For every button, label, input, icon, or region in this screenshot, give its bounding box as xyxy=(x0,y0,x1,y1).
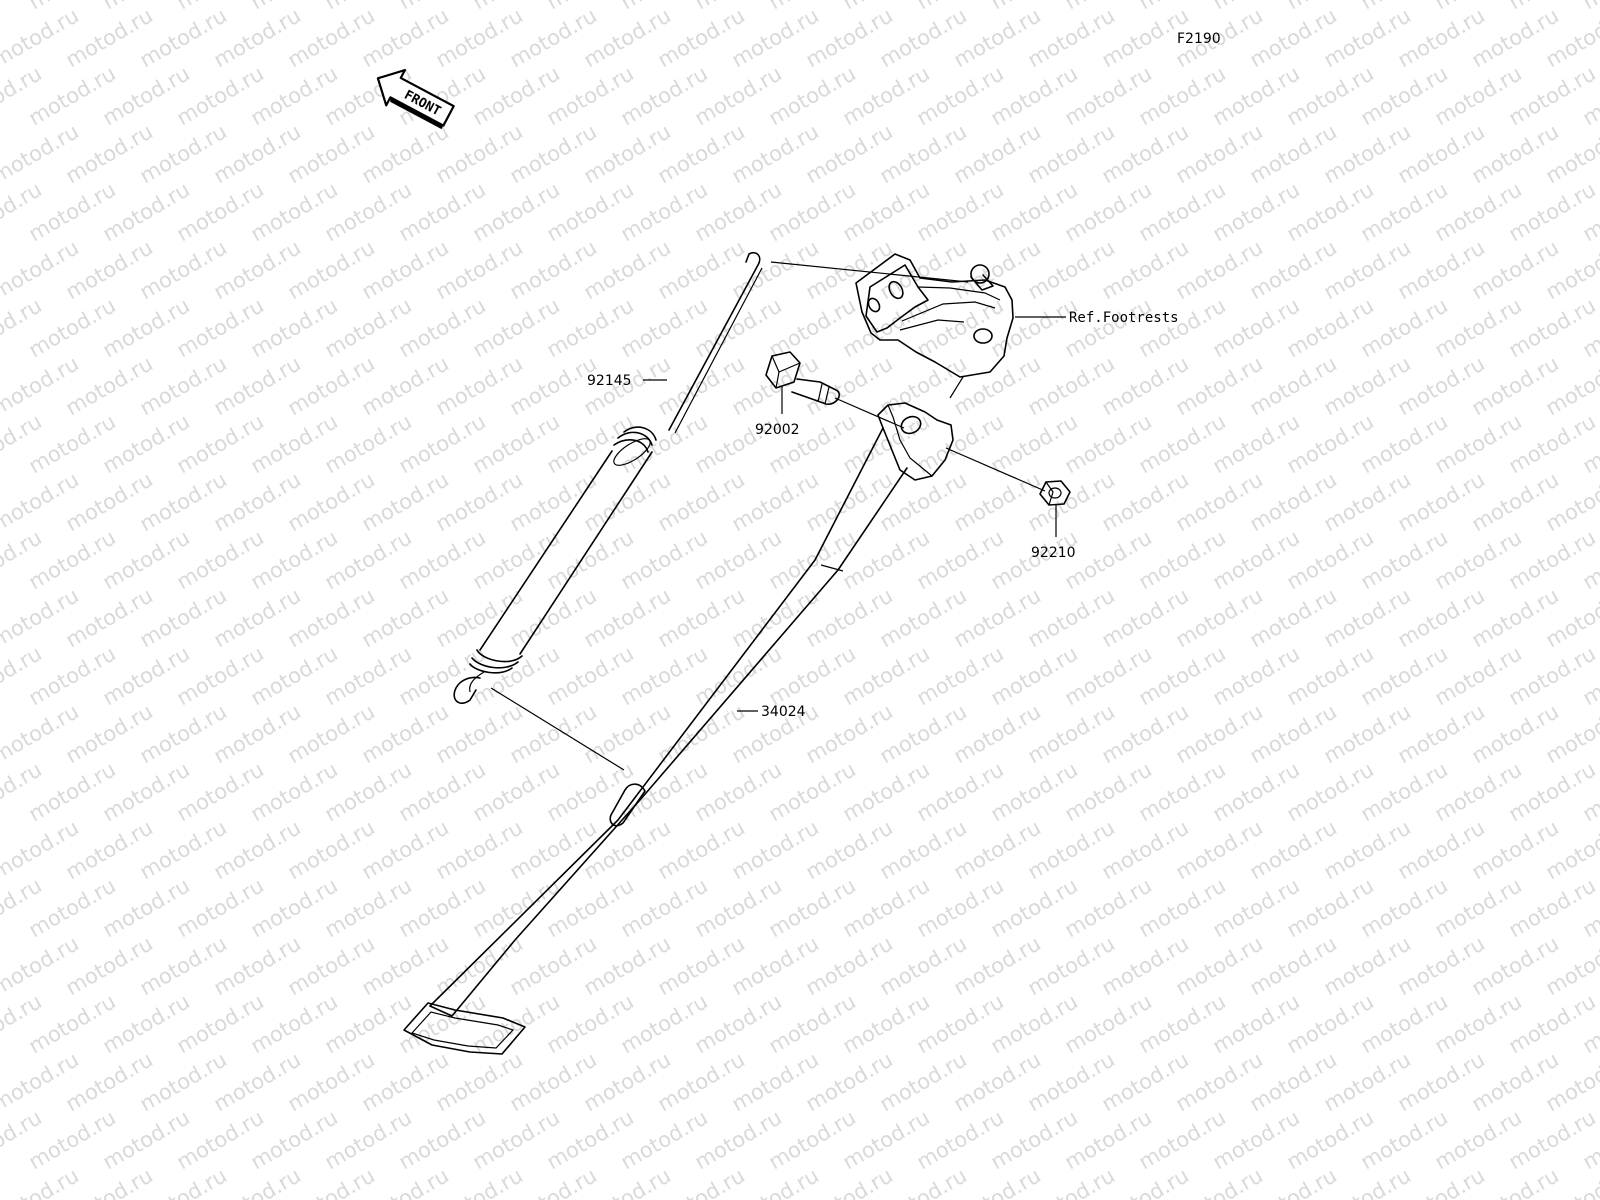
callout-ref-footrests: Ref.Footrests xyxy=(1069,310,1179,326)
callout-92145: 92145 xyxy=(587,373,632,389)
figure-code: F2190 xyxy=(1177,31,1221,47)
side-stand-spring xyxy=(453,251,763,704)
pivot-nut xyxy=(1039,480,1071,506)
callout-92210: 92210 xyxy=(1031,545,1076,561)
side-stand xyxy=(403,402,954,1055)
callout-34024: 34024 xyxy=(761,704,806,720)
pivot-bolt xyxy=(765,351,841,405)
callout-92002: 92002 xyxy=(755,422,800,438)
leader-lines xyxy=(490,261,1066,771)
watermark-text: motod.ru xyxy=(1579,0,1600,14)
